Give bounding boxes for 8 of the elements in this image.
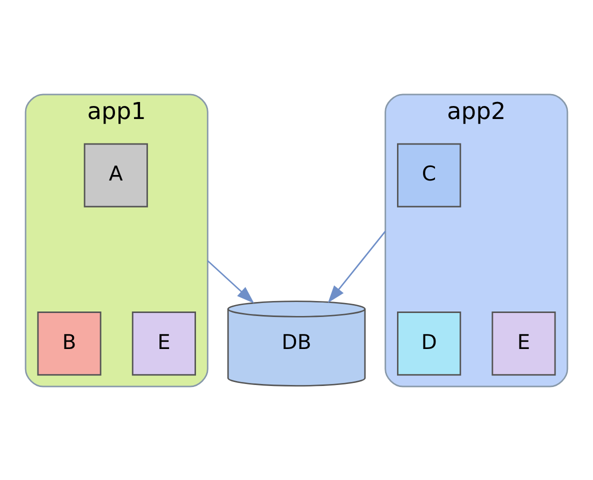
node-box: B (37, 311, 102, 376)
node-box: E (492, 311, 556, 376)
node-box: D (397, 311, 462, 376)
node-box: C (397, 142, 462, 207)
arrow (328, 230, 386, 302)
node-box: E (132, 311, 196, 376)
node-box: A (84, 142, 148, 207)
arrow (207, 260, 254, 303)
